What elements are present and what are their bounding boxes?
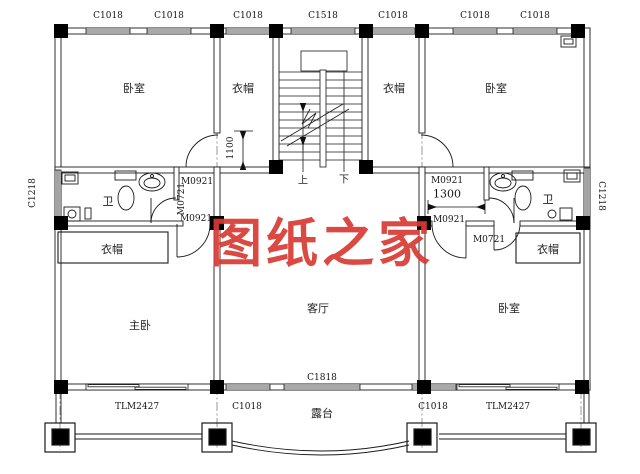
right-bath (489, 169, 581, 221)
washer (559, 207, 573, 221)
staircase (279, 50, 362, 172)
columns (54, 24, 590, 394)
terrace-columns (44, 422, 597, 453)
door-arc-right-hall (431, 223, 467, 259)
door-swings (150, 134, 521, 259)
door-arc-right-closet (493, 223, 521, 251)
door-arc-tl-bedroom (185, 134, 219, 168)
door-arc-tr-bedroom (420, 134, 454, 168)
toilet-bowl (117, 185, 135, 211)
door-arc-right-bath (488, 197, 515, 224)
top-windows (85, 27, 558, 35)
washer (63, 206, 81, 222)
sliding-door-symbols (85, 383, 560, 391)
wall-box (563, 169, 581, 183)
terrace (44, 390, 597, 456)
door-arc-left-hall (176, 223, 211, 258)
dimension-lines (234, 130, 486, 214)
closet-shelves (57, 231, 581, 264)
bedroom-ac-box (560, 35, 577, 48)
side-windows (54, 167, 591, 221)
stair-break-zigzag (301, 108, 317, 129)
toilet-tank (114, 170, 137, 181)
wall-box (61, 171, 79, 185)
sink (138, 172, 166, 192)
stair-break-line (280, 103, 344, 142)
bath-fixtures (61, 35, 581, 222)
toilet-tank (511, 170, 534, 181)
window-symbols (54, 27, 591, 391)
left-bath (61, 170, 166, 222)
door-arc-left-bath (150, 197, 177, 224)
sink (489, 172, 517, 192)
toilet-bowl (514, 185, 532, 211)
terrace-curved-rail (231, 440, 410, 452)
